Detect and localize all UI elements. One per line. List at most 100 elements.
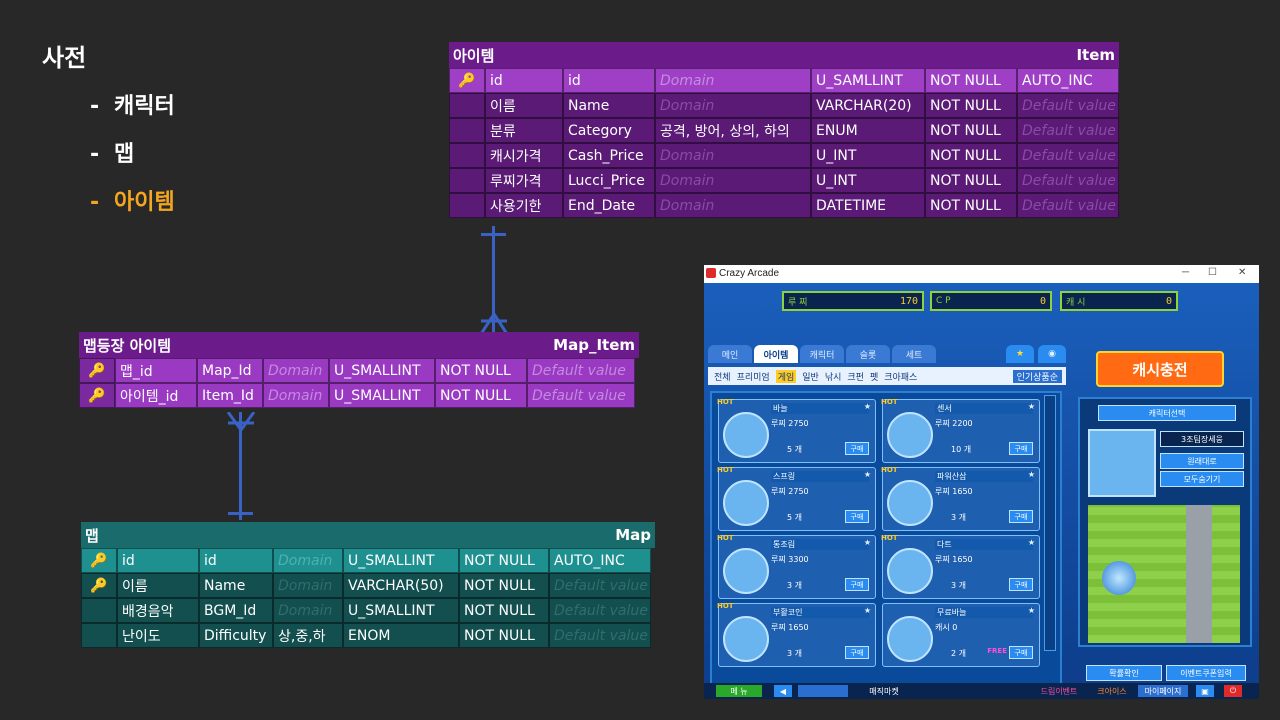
key-icon: 🔑 xyxy=(81,548,117,573)
probability-button[interactable]: 확률확인 xyxy=(1086,665,1162,681)
dream-event-label[interactable]: 드림이벤트 xyxy=(1040,686,1078,696)
item-count: 5 개 xyxy=(787,513,802,522)
table-cell: Domain xyxy=(263,358,329,383)
table-cell: AUTO_INC xyxy=(1017,68,1119,93)
buy-button[interactable]: 구매 xyxy=(845,510,869,523)
subtab-game[interactable]: 게임 xyxy=(775,369,797,383)
table-cell: Difficulty xyxy=(199,623,273,648)
bubble-icon xyxy=(1102,561,1136,595)
subtab-fishing[interactable]: 낚시 xyxy=(824,372,842,383)
magic-market-label[interactable]: 매직마켓 xyxy=(869,686,899,696)
tab-slot[interactable]: 슬롯 xyxy=(846,345,890,363)
wishlist-star-icon[interactable]: ★ xyxy=(1027,402,1035,411)
hot-badge: HOT xyxy=(881,466,898,474)
outline-item-character: -캐릭터 xyxy=(90,88,175,120)
item-name: 센서 xyxy=(935,403,1033,414)
hot-badge: HOT xyxy=(717,534,734,542)
scrollbar[interactable] xyxy=(1044,395,1056,651)
character-preview-panel: 캐릭터선택 3조팀장세웅 원래대로 모두숨기기 xyxy=(1078,397,1252,647)
item-count: 3 개 xyxy=(951,513,966,522)
buy-button[interactable]: 구매 xyxy=(845,442,869,455)
hide-all-button[interactable]: 모두숨기기 xyxy=(1160,471,1244,487)
price-value: 1650 xyxy=(952,487,973,496)
save-icon[interactable]: ▣ xyxy=(1196,685,1214,697)
item-name: 부활코인 xyxy=(771,607,869,618)
tab-main[interactable]: 메인 xyxy=(708,345,752,363)
subtab-pass[interactable]: 크아패스 xyxy=(884,372,918,383)
favorite-star-icon[interactable]: ★ xyxy=(1006,345,1034,363)
sort-dropdown[interactable]: 인기상품순 xyxy=(1012,369,1062,383)
coupon-button[interactable]: 이벤트쿠폰입력 xyxy=(1166,665,1246,681)
kaisi-label[interactable]: 크아이스 xyxy=(1097,686,1127,696)
tab-character[interactable]: 캐릭터 xyxy=(800,345,844,363)
subtab-premium[interactable]: 프리미엄 xyxy=(736,372,770,383)
relation-line xyxy=(492,226,495,334)
buy-button[interactable]: 구매 xyxy=(845,646,869,659)
wishlist-star-icon[interactable]: ★ xyxy=(863,538,871,547)
menu-button[interactable]: 메 뉴 xyxy=(716,685,762,697)
game-window: Crazy Arcade ─ ☐ ✕ 루 찌 170 C P 0 캐 시 0 메… xyxy=(704,265,1259,699)
price-label: 루찌 xyxy=(771,419,786,428)
bullet-dash: - xyxy=(90,190,100,215)
stat-value: 0 xyxy=(1039,295,1046,307)
table-title-en: Map xyxy=(615,526,651,544)
item-price: 루찌 1650 xyxy=(935,486,973,497)
window-title: Crazy Arcade xyxy=(719,268,780,279)
wishlist-star-icon[interactable]: ★ xyxy=(863,606,871,615)
outline-item-label: 맵 xyxy=(114,142,135,167)
road-strip xyxy=(1186,505,1212,643)
back-arrow-icon[interactable]: ◀ xyxy=(774,685,792,697)
reset-button[interactable]: 원래대로 xyxy=(1160,453,1244,469)
table-cell: Domain xyxy=(655,93,811,118)
view-toggle-icon[interactable]: ◉ xyxy=(1038,345,1066,363)
tab-set[interactable]: 세트 xyxy=(892,345,936,363)
buy-button[interactable]: 구매 xyxy=(1009,578,1033,591)
close-icon[interactable]: ✕ xyxy=(1238,267,1247,278)
nav-blank-button[interactable] xyxy=(798,685,848,697)
table-cell: id xyxy=(563,68,655,93)
buy-button[interactable]: 구매 xyxy=(1009,442,1033,455)
wishlist-star-icon[interactable]: ★ xyxy=(863,402,871,411)
buy-button[interactable]: 구매 xyxy=(1009,510,1033,523)
subtab-normal[interactable]: 일반 xyxy=(802,372,819,383)
table-cell: Default value xyxy=(1017,143,1119,168)
cash-charge-button[interactable]: 캐시충전 xyxy=(1096,351,1224,387)
power-icon[interactable]: ⏻ xyxy=(1224,685,1242,697)
relation-line xyxy=(239,412,242,520)
table-cell: 아이템_id xyxy=(115,383,197,408)
item-price: 루찌 2750 xyxy=(771,486,809,497)
mypage-button[interactable]: 마이페이지 xyxy=(1138,685,1188,697)
buy-button[interactable]: 구매 xyxy=(1009,646,1033,659)
tab-item[interactable]: 아이템 xyxy=(754,345,798,363)
maximize-icon[interactable]: ☐ xyxy=(1208,267,1217,278)
subtab-pet[interactable]: 펫 xyxy=(869,372,879,383)
table-cell: 이름 xyxy=(117,573,199,598)
wishlist-star-icon[interactable]: ★ xyxy=(1027,470,1035,479)
buy-button[interactable]: 구매 xyxy=(845,578,869,591)
wishlist-star-icon[interactable]: ★ xyxy=(1027,606,1035,615)
character-select-button[interactable]: 캐릭터선택 xyxy=(1098,405,1236,421)
subtab-crefun[interactable]: 크펀 xyxy=(847,372,864,383)
minimize-icon[interactable]: ─ xyxy=(1182,267,1190,278)
wishlist-star-icon[interactable]: ★ xyxy=(1027,538,1035,547)
table-cell: NOT NULL xyxy=(925,143,1017,168)
key-icon: 🔑 xyxy=(81,573,117,598)
subtab-all[interactable]: 전체 xyxy=(714,372,731,383)
key-icon: 🔑 xyxy=(79,383,115,408)
table-cell: U_SMALLINT xyxy=(329,358,435,383)
table-cell: End_Date xyxy=(563,193,655,218)
table-cell: NOT NULL xyxy=(925,193,1017,218)
wishlist-star-icon[interactable]: ★ xyxy=(863,470,871,479)
